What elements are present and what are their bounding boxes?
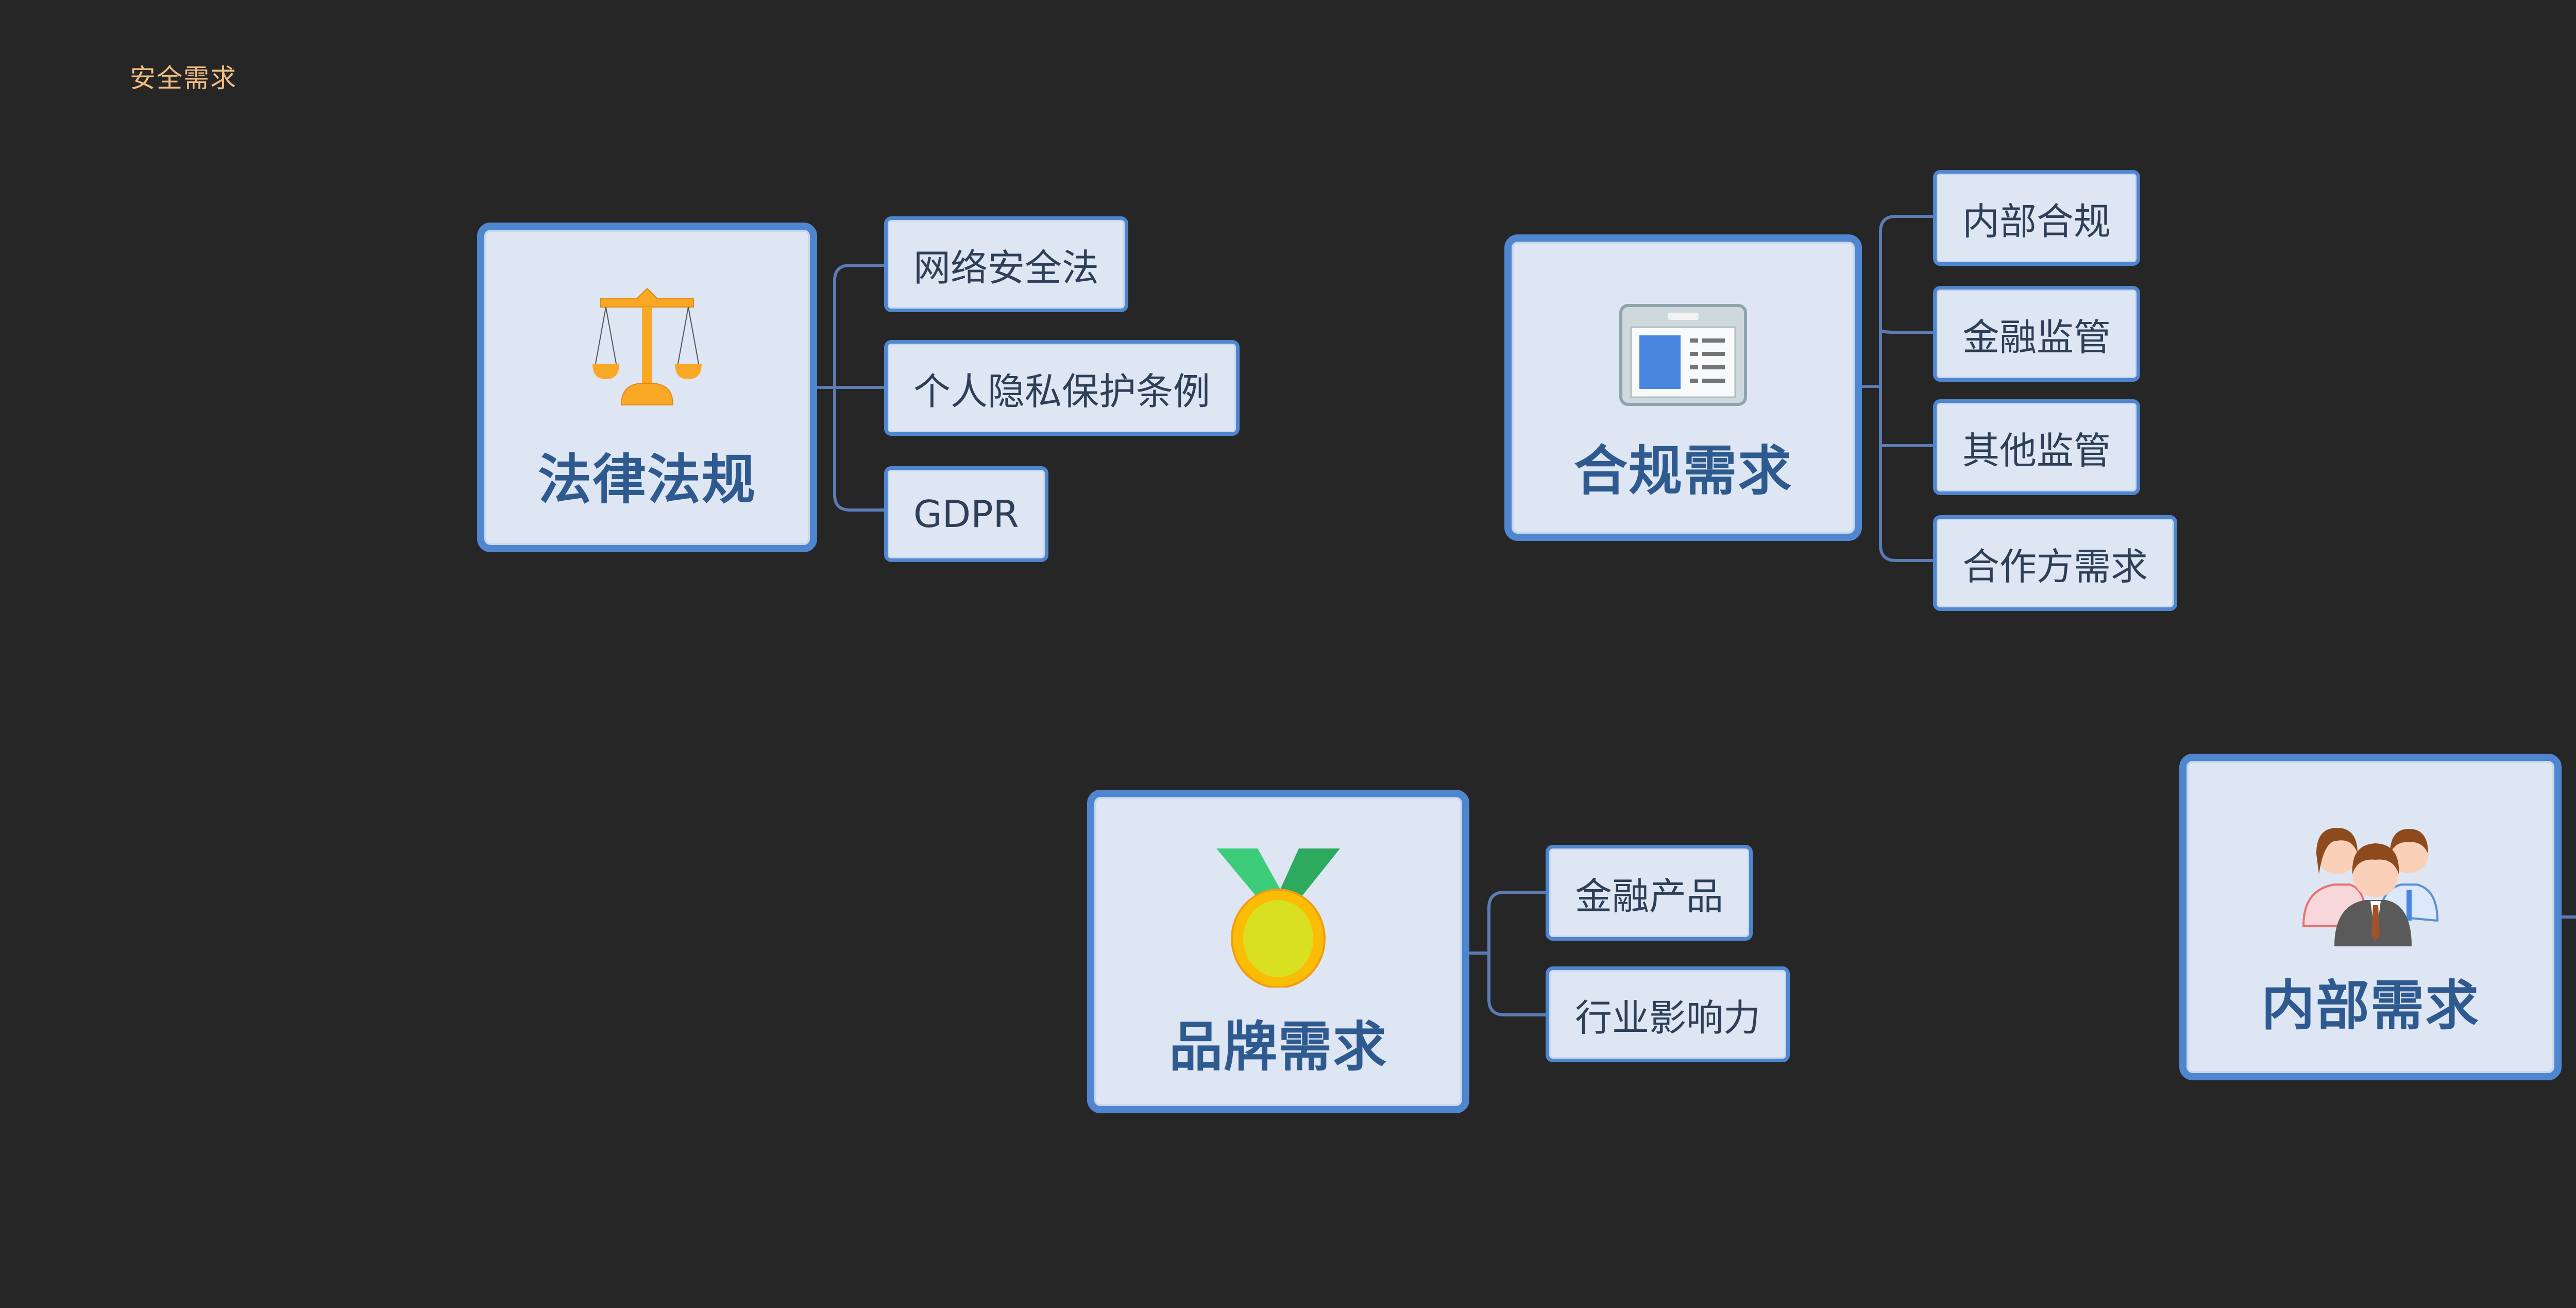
topic-card-brand[interactable]: 品牌需求 <box>1087 790 1469 1113</box>
topic-label: 合规需求 <box>1573 439 1792 502</box>
topic-card-legal[interactable]: 法律法规 <box>477 223 817 552</box>
topic-card-internal[interactable]: 内部需求 <box>2179 754 2562 1080</box>
page-title: 安全需求 <box>130 63 237 93</box>
subtopic-node[interactable]: 金融产品 <box>1546 845 1753 941</box>
subtopic-node[interactable]: 合作方需求 <box>1933 515 2178 611</box>
subtopic-node[interactable]: 金融监管 <box>1933 286 2141 382</box>
subtopic-node[interactable]: 其他监管 <box>1933 399 2141 495</box>
scales-icon <box>592 287 702 405</box>
topic-label: 内部需求 <box>2261 974 2480 1037</box>
id-card-icon <box>1619 304 1747 406</box>
topic-card-compliance[interactable]: 合规需求 <box>1504 234 1862 541</box>
people-icon <box>2302 828 2439 946</box>
subtopic-node[interactable]: 网络安全法 <box>884 216 1129 312</box>
topic-label: 法律法规 <box>537 448 756 511</box>
topic-label: 品牌需求 <box>1168 1015 1387 1078</box>
subtopic-node[interactable]: 内部合规 <box>1933 170 2141 266</box>
subtopic-node[interactable]: GDPR <box>884 466 1048 562</box>
medal-icon <box>1216 848 1340 988</box>
subtopic-node[interactable]: 个人隐私保护条例 <box>884 340 1240 436</box>
subtopic-node[interactable]: 行业影响力 <box>1546 966 1790 1062</box>
